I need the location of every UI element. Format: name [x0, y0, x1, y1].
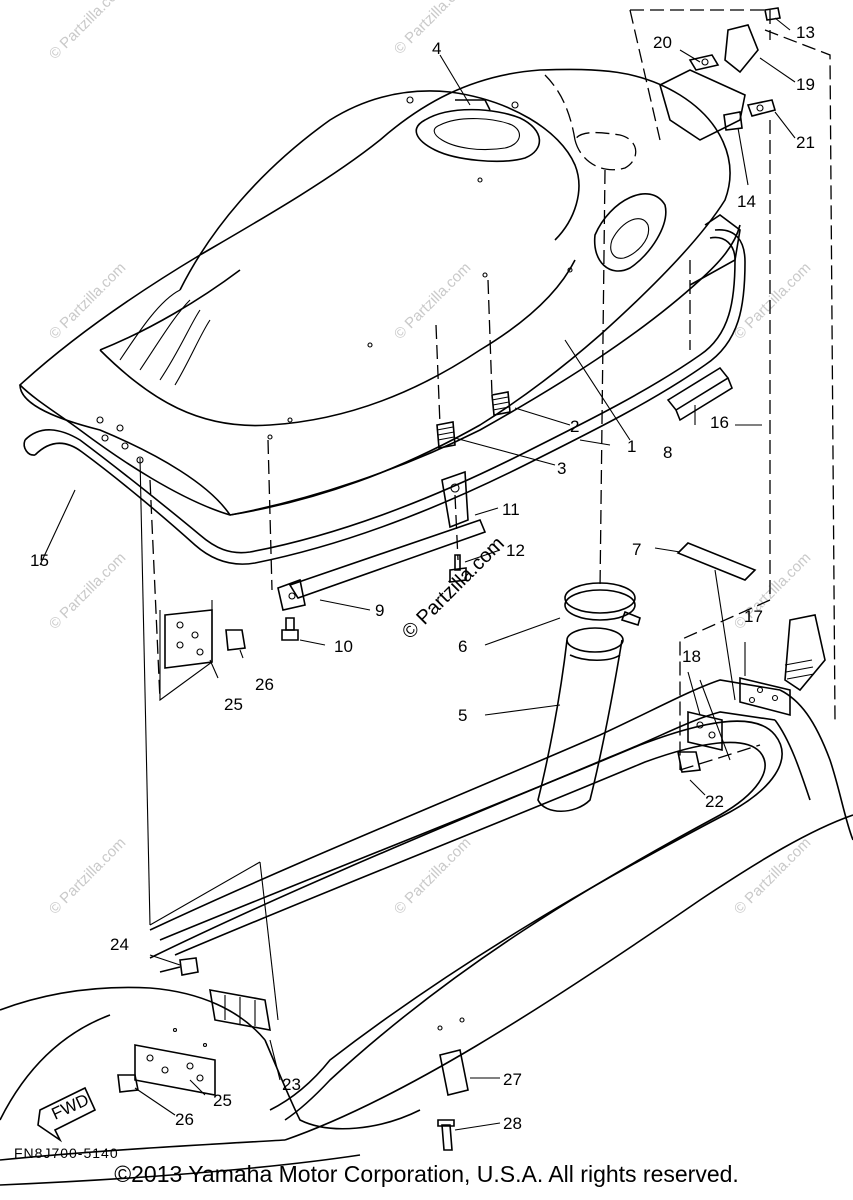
hinge-parts-top [688, 7, 781, 131]
callout-16: 16 [710, 413, 729, 432]
forward-arrow-icon: FWD [37, 1086, 97, 1143]
callout-22: 22 [705, 792, 724, 811]
callout-12: 12 [506, 541, 525, 560]
callout-27: 27 [503, 1070, 522, 1089]
callout-13: 13 [796, 23, 815, 42]
callout-labels: 1 2 3 4 5 6 7 8 9 10 11 12 13 14 15 16 1… [30, 23, 815, 1133]
callout-25a: 25 [224, 695, 243, 714]
hinge-plates-right [677, 614, 826, 773]
duct-assembly [537, 582, 641, 812]
part-7-label [676, 542, 757, 581]
callout-26b: 26 [175, 1110, 194, 1129]
hull-deck [0, 679, 853, 1186]
callout-25b: 25 [213, 1091, 232, 1110]
callout-2: 2 [570, 417, 579, 436]
callout-20: 20 [653, 33, 672, 52]
callout-21: 21 [796, 133, 815, 152]
callout-10: 10 [334, 637, 353, 656]
leader-lines [39, 17, 796, 1131]
watermark: © Partzilla.com [46, 834, 129, 917]
callout-1: 1 [627, 437, 636, 456]
callout-4: 4 [432, 39, 441, 58]
callout-26a: 26 [255, 675, 274, 694]
callout-15: 15 [30, 551, 49, 570]
callout-14: 14 [737, 192, 756, 211]
part-4-plate [455, 99, 491, 111]
callout-28: 28 [503, 1114, 522, 1133]
callout-18: 18 [682, 647, 701, 666]
watermark: © Partzilla.com [731, 834, 814, 917]
callout-23: 23 [282, 1075, 301, 1094]
callout-3: 3 [557, 459, 566, 478]
assembly-guides [139, 9, 836, 1021]
bumper-parts [436, 391, 511, 449]
callout-7: 7 [632, 540, 641, 559]
watermark: © Partzilla.com [46, 549, 129, 632]
callout-5: 5 [458, 706, 467, 725]
callout-24: 24 [110, 935, 129, 954]
watermark: © Partzilla.com [391, 834, 474, 917]
callout-19: 19 [796, 75, 815, 94]
watermark: © Partzilla.com [46, 0, 129, 63]
drawing-code: FN8J700-5140 [14, 1145, 119, 1161]
copyright-notice: ©2013 Yamaha Motor Corporation, U.S.A. A… [114, 1161, 739, 1187]
stay-assembly [277, 470, 487, 641]
watermark: © Partzilla.com [391, 259, 474, 342]
watermark-center: © Partzilla.com [398, 533, 509, 644]
callout-11: 11 [502, 500, 520, 519]
callout-8: 8 [663, 443, 672, 462]
callout-9: 9 [375, 601, 384, 620]
callout-6: 6 [458, 637, 467, 656]
hinge-parts-front [117, 609, 469, 1151]
callout-17: 17 [744, 607, 763, 626]
part-8-block [666, 366, 733, 422]
seat-cover [18, 68, 746, 516]
seat-seal [23, 229, 746, 565]
